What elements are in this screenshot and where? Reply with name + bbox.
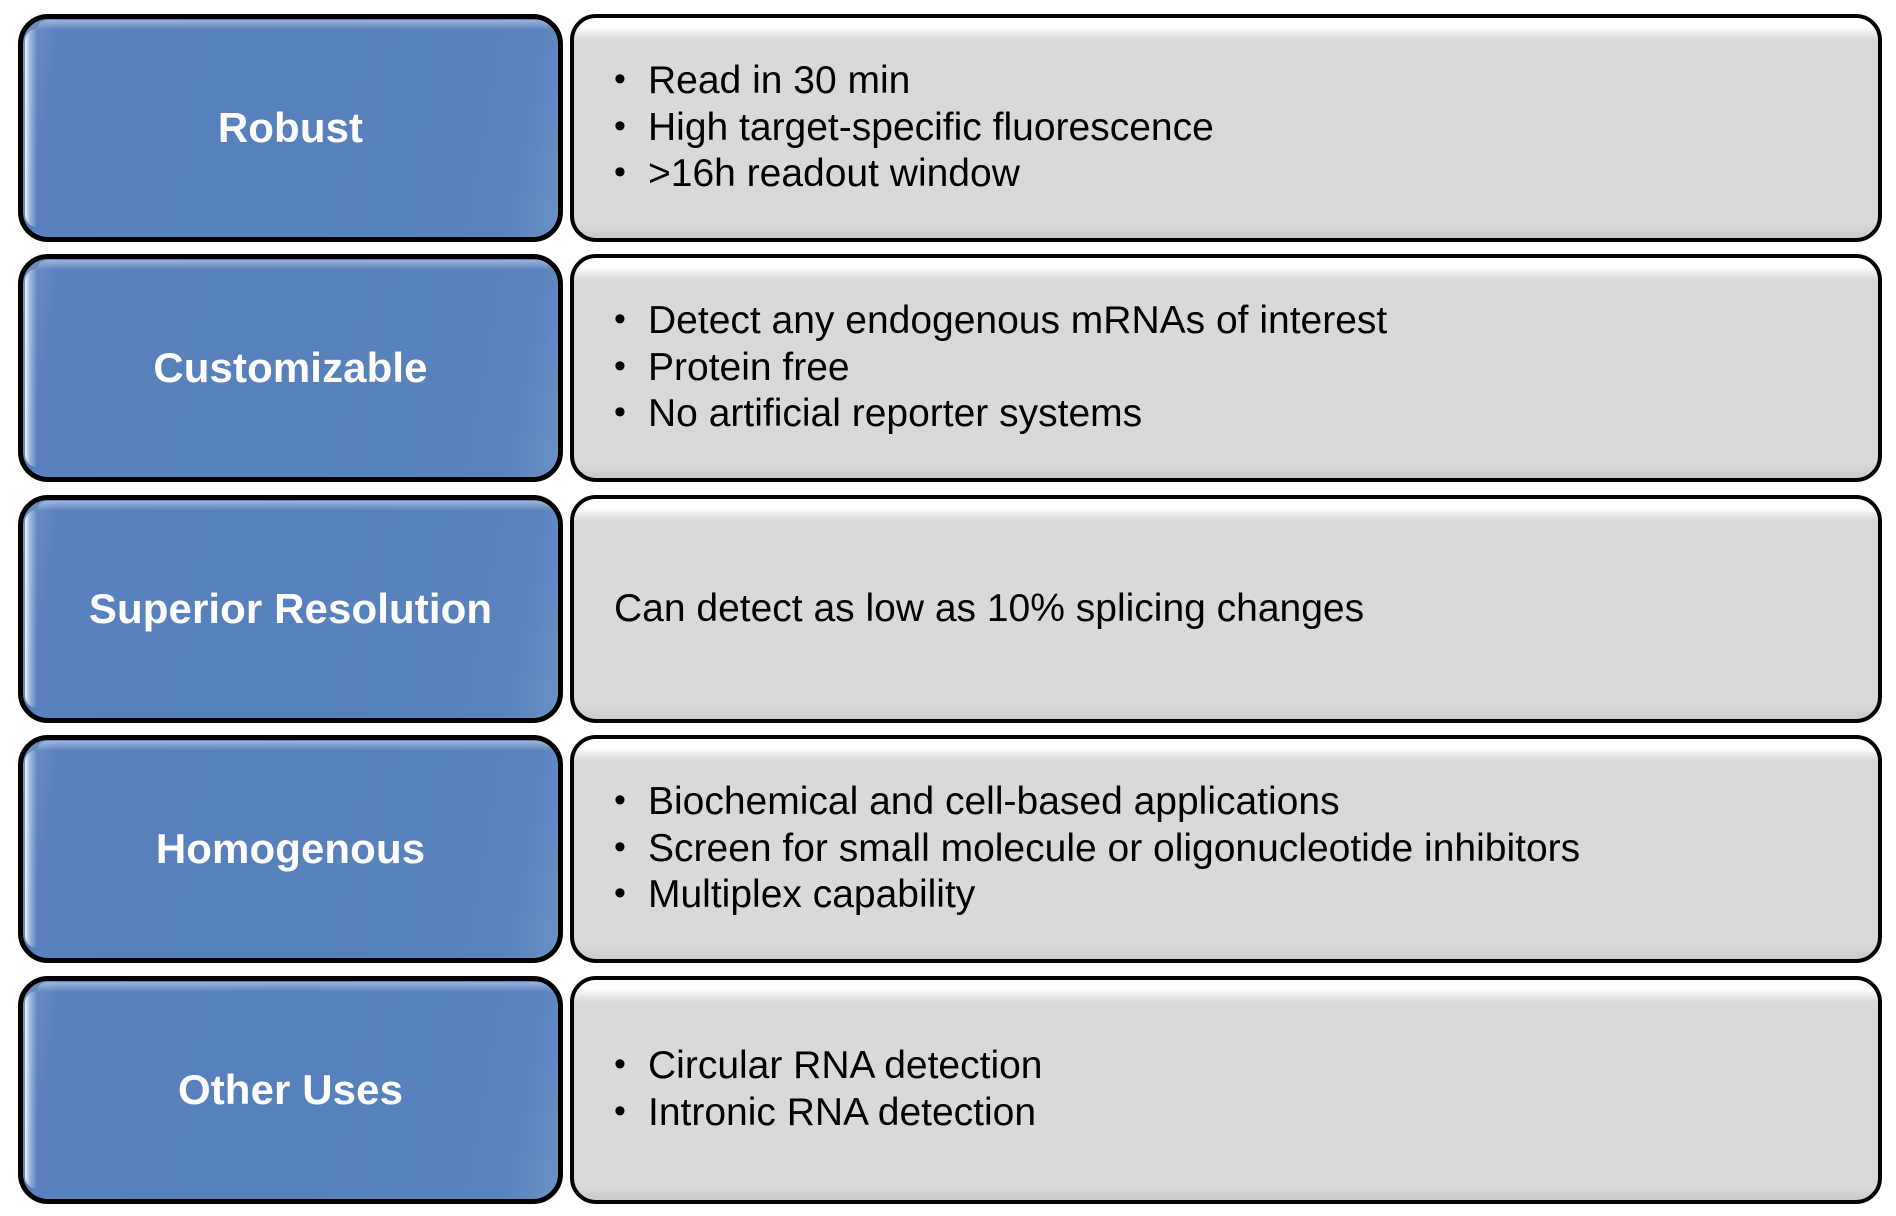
feature-label-text: Customizable: [153, 343, 428, 391]
feature-label-box[interactable]: Superior Resolution: [18, 495, 563, 723]
feature-bullet-item: >16h readout window: [614, 150, 1854, 198]
feature-bullet-list: Detect any endogenous mRNAs of interestP…: [614, 297, 1854, 438]
feature-bullet-item: Read in 30 min: [614, 57, 1854, 105]
feature-label-box[interactable]: Other Uses: [18, 976, 563, 1204]
feature-row: Homogenous Biochemical and cell-based app…: [0, 735, 1896, 963]
feature-detail-text: Can detect as low as 10% splicing change…: [614, 586, 1365, 630]
feature-row: Robust Read in 30 minHigh target-specific…: [0, 14, 1896, 242]
feature-bullet-item: Biochemical and cell-based applications: [614, 778, 1854, 826]
feature-detail-box: Biochemical and cell-based applicationsS…: [570, 735, 1882, 963]
feature-detail-box: Circular RNA detectionIntronic RNA detec…: [570, 976, 1882, 1204]
feature-detail-box: Can detect as low as 10% splicing change…: [570, 495, 1882, 723]
feature-bullet-item: High target-specific fluorescence: [614, 104, 1854, 152]
feature-label-box[interactable]: Customizable: [18, 254, 563, 482]
feature-bullet-item: Protein free: [614, 344, 1854, 392]
feature-bullet-list: Biochemical and cell-based applicationsS…: [614, 778, 1854, 919]
feature-bullet-list: Read in 30 minHigh target-specific fluor…: [614, 57, 1854, 198]
feature-bullet-item: Circular RNA detection: [614, 1042, 1854, 1090]
feature-bullet-list: Circular RNA detectionIntronic RNA detec…: [614, 1042, 1854, 1137]
feature-label-text: Other Uses: [177, 1065, 404, 1113]
feature-bullet-item: Multiplex capability: [614, 871, 1854, 919]
feature-label-box[interactable]: Homogenous: [18, 735, 563, 963]
feature-label-text: Superior Resolution: [88, 584, 493, 632]
feature-detail-box: Read in 30 minHigh target-specific fluor…: [570, 14, 1882, 242]
feature-label-text: Robust: [217, 103, 364, 151]
feature-bullet-item: Intronic RNA detection: [614, 1089, 1854, 1137]
feature-label-box[interactable]: Robust: [18, 14, 563, 242]
feature-detail-box: Detect any endogenous mRNAs of interestP…: [570, 254, 1882, 482]
feature-bullet-item: Screen for small molecule or oligonucleo…: [614, 825, 1854, 873]
feature-row: Superior Resolution Can detect as low as …: [0, 495, 1896, 723]
feature-bullet-item: Detect any endogenous mRNAs of interest: [614, 297, 1854, 345]
feature-bullet-item: No artificial reporter systems: [614, 390, 1854, 438]
feature-label-text: Homogenous: [155, 824, 426, 872]
feature-row: Customizable Detect any endogenous mRNAs …: [0, 254, 1896, 482]
feature-row: Other Uses Circular RNA detectionIntronic…: [0, 976, 1896, 1204]
